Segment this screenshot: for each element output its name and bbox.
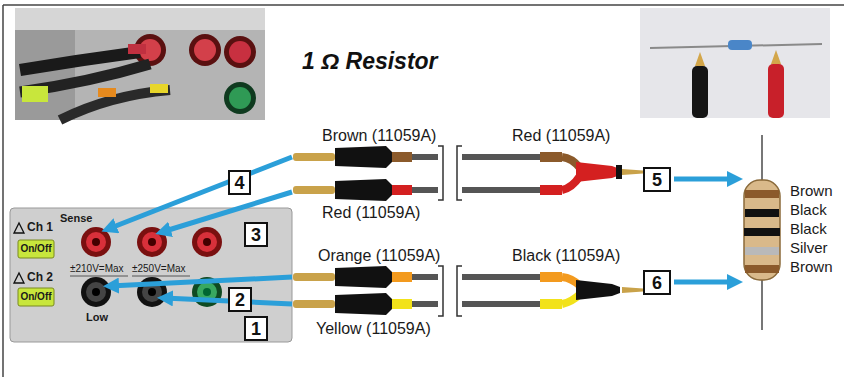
test-lead <box>293 179 438 201</box>
callout-number: 2 <box>228 287 252 312</box>
lead-label: Orange (11059A) <box>318 247 440 265</box>
lead-label: Red (11059A) <box>322 204 420 222</box>
resistor-photo <box>640 8 830 118</box>
frame-line <box>2 5 4 377</box>
resistor-symbol <box>744 135 780 330</box>
front-panel <box>10 208 292 342</box>
band-label: Silver <box>790 239 828 256</box>
band-label: Brown <box>790 182 833 199</box>
callout-text: 1 <box>251 320 261 338</box>
band-label: Brown <box>790 258 833 275</box>
lead-label: Yellow (11059A) <box>316 320 431 338</box>
test-lead <box>293 293 438 315</box>
callout-number: 3 <box>244 222 268 247</box>
callout-text: 6 <box>652 274 662 292</box>
lead-label: Black (11059A) <box>512 247 620 265</box>
callout-text: 2 <box>235 291 245 309</box>
callout-number: 1 <box>244 316 268 341</box>
channel-label: Ch 1 <box>27 221 53 235</box>
band-label: Black <box>790 220 827 237</box>
bracket <box>438 146 462 316</box>
band-label: Black <box>790 201 827 218</box>
test-lead <box>293 266 438 288</box>
lead-label: Brown (11059A) <box>322 127 436 145</box>
callout-number: 4 <box>228 170 251 195</box>
black-clip-lead <box>462 272 650 309</box>
terminal-label: Sense <box>60 212 92 225</box>
panel-photo <box>15 8 265 120</box>
callout-number: 5 <box>643 167 671 192</box>
callout-number: 6 <box>643 270 671 295</box>
diagram-title: 1 Ω Resistor <box>302 48 438 74</box>
rating-label: ±250V=Max <box>132 263 186 275</box>
callout-text: 3 <box>251 226 261 244</box>
callout-text: 5 <box>652 171 662 189</box>
callout-text: 4 <box>234 174 244 192</box>
terminal-label: Low <box>86 311 108 324</box>
red-clip-lead <box>462 152 650 195</box>
channel-label: Ch 2 <box>27 271 53 285</box>
pointer-arrow <box>108 157 736 304</box>
button-label: On/Off <box>18 243 54 255</box>
button-label: On/Off <box>18 291 54 303</box>
test-lead <box>293 146 438 168</box>
frame-line <box>3 4 844 6</box>
lead-label: Red (11059A) <box>512 127 610 145</box>
rating-label: ±210V=Max <box>70 263 124 275</box>
